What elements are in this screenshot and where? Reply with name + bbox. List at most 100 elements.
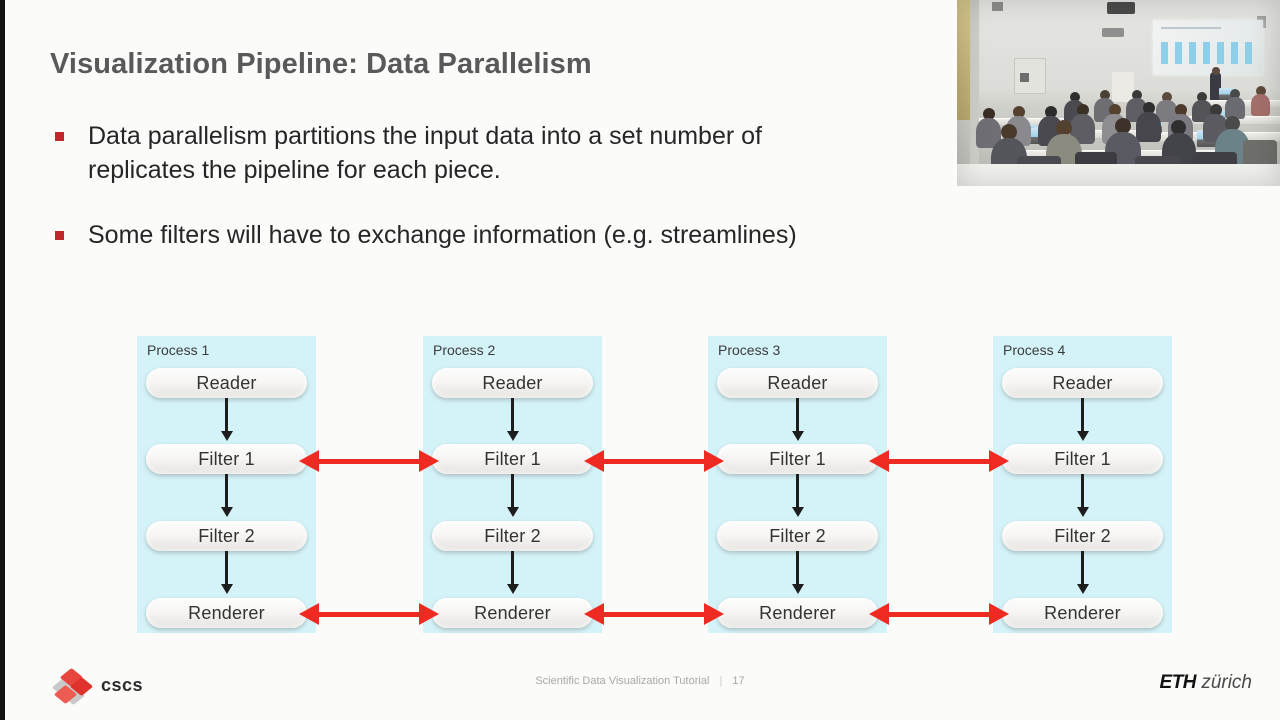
node-reader-4: Reader xyxy=(1002,368,1163,398)
poster-mark xyxy=(1020,73,1029,82)
link-shaft xyxy=(601,612,707,617)
flow-arrow-head-icon xyxy=(506,431,519,441)
attendee-head xyxy=(1197,92,1207,102)
node-renderer-4: Renderer xyxy=(1002,598,1163,628)
attendee-head xyxy=(1132,90,1142,100)
cscs-logo-text: cscs xyxy=(101,675,144,695)
footer-caption: Scientific Data Visualization Tutorial |… xyxy=(0,675,1280,687)
room-pillar-secondary xyxy=(970,0,979,186)
room-pillar xyxy=(957,0,970,120)
cscs-logo: cscs xyxy=(51,666,212,706)
process-panel-1: Process 1 Reader Filter 1 Filter 2 Rende… xyxy=(137,336,316,633)
flow-arrow-head-icon xyxy=(791,431,804,441)
process-label-2: Process 2 xyxy=(433,342,496,358)
arrow-head-left-icon xyxy=(299,603,319,625)
node-filter2-2: Filter 2 xyxy=(432,521,593,551)
attendee-head xyxy=(1100,90,1110,100)
process-panel-2: Process 2 Reader Filter 1 Filter 2 Rende… xyxy=(423,336,602,633)
flow-arrow-shaft xyxy=(1081,551,1084,584)
ceiling-speaker xyxy=(992,2,1003,11)
process-label-4: Process 4 xyxy=(1003,342,1066,358)
node-reader-1: Reader xyxy=(146,368,307,398)
exchange-link-filter1-p3-p4 xyxy=(869,450,1009,472)
arrow-head-right-icon xyxy=(419,603,439,625)
attendee-head xyxy=(1210,104,1222,116)
attendee-head xyxy=(1056,120,1072,136)
attendee-head xyxy=(1171,120,1186,135)
link-shaft xyxy=(601,459,707,464)
arrow-head-left-icon xyxy=(869,450,889,472)
footer-page-number: 17 xyxy=(732,675,745,687)
arrow-head-right-icon xyxy=(704,603,724,625)
arrow-head-left-icon xyxy=(584,450,604,472)
arrow-head-left-icon xyxy=(299,450,319,472)
link-shaft xyxy=(886,612,992,617)
link-shaft xyxy=(316,612,422,617)
lecturer-figure xyxy=(1210,72,1221,106)
flow-arrow-head-icon xyxy=(791,507,804,517)
frame-left-edge xyxy=(0,0,5,720)
bullet-text-1: Data parallelism partitions the input da… xyxy=(88,122,762,184)
attendee-head xyxy=(983,108,995,120)
flow-arrow-shaft xyxy=(1081,474,1084,507)
exchange-link-renderer-p1-p2 xyxy=(299,603,439,625)
lecture-hall-camera-feed xyxy=(957,0,1280,186)
attendee-head xyxy=(1013,106,1025,118)
flow-arrow-head-icon xyxy=(220,431,233,441)
arrow-head-right-icon xyxy=(989,603,1009,625)
node-filter1-3: Filter 1 xyxy=(717,444,878,474)
attendee-head xyxy=(1162,92,1172,102)
attendee-head xyxy=(1001,124,1017,140)
flow-arrow-shaft xyxy=(1081,398,1084,431)
arrow-head-left-icon xyxy=(869,603,889,625)
exchange-link-renderer-p2-p3 xyxy=(584,603,724,625)
desk-row xyxy=(979,118,1089,125)
screen-text-line xyxy=(1161,27,1221,29)
exchange-link-filter1-p1-p2 xyxy=(299,450,439,472)
bullet-text-2: Some filters will have to exchange infor… xyxy=(88,221,797,249)
flow-arrow-shaft xyxy=(511,474,514,507)
flow-arrow-head-icon xyxy=(791,584,804,594)
arrow-head-left-icon xyxy=(584,603,604,625)
attendee-head xyxy=(1175,104,1187,116)
flow-arrow-head-icon xyxy=(1076,431,1089,441)
flow-arrow-shaft xyxy=(511,398,514,431)
process-panel-4: Process 4 Reader Filter 1 Filter 2 Rende… xyxy=(993,336,1172,633)
process-label-1: Process 1 xyxy=(147,342,210,358)
flow-arrow-head-icon xyxy=(1076,584,1089,594)
attendee-head xyxy=(1143,102,1155,114)
ceiling-mount xyxy=(1102,28,1124,37)
attendee-head xyxy=(1070,92,1080,102)
node-reader-2: Reader xyxy=(432,368,593,398)
screen-chart-content xyxy=(1161,42,1253,64)
page-title: Visualization Pipeline: Data Parallelism xyxy=(50,48,592,80)
zurich-logo-text: zürich xyxy=(1201,672,1252,693)
ceiling-projector xyxy=(1107,2,1135,14)
bullet-marker-icon xyxy=(55,231,64,240)
attendee-head xyxy=(1045,106,1057,118)
flow-arrow-shaft xyxy=(225,551,228,584)
node-filter1-4: Filter 1 xyxy=(1002,444,1163,474)
process-label-3: Process 3 xyxy=(718,342,781,358)
exchange-link-renderer-p3-p4 xyxy=(869,603,1009,625)
footer-separator: | xyxy=(719,675,723,687)
node-filter2-4: Filter 2 xyxy=(1002,521,1163,551)
node-reader-3: Reader xyxy=(717,368,878,398)
node-filter2-3: Filter 2 xyxy=(717,521,878,551)
attendee-body xyxy=(1251,94,1270,116)
footer-tutorial-name: Scientific Data Visualization Tutorial xyxy=(535,675,710,687)
eth-zurich-logo: ETH zürich xyxy=(1160,672,1252,694)
room-floor xyxy=(957,164,1280,186)
flow-arrow-shaft xyxy=(796,398,799,431)
attendee-head xyxy=(1230,89,1240,99)
attendee-body xyxy=(1136,112,1161,142)
whiteboard xyxy=(1112,72,1134,102)
eth-logo-text: ETH xyxy=(1159,672,1197,693)
node-renderer-3: Renderer xyxy=(717,598,878,628)
flow-arrow-head-icon xyxy=(220,584,233,594)
node-filter2-1: Filter 2 xyxy=(146,521,307,551)
attendee-head xyxy=(1256,86,1266,96)
camera-vignette xyxy=(957,0,1280,186)
